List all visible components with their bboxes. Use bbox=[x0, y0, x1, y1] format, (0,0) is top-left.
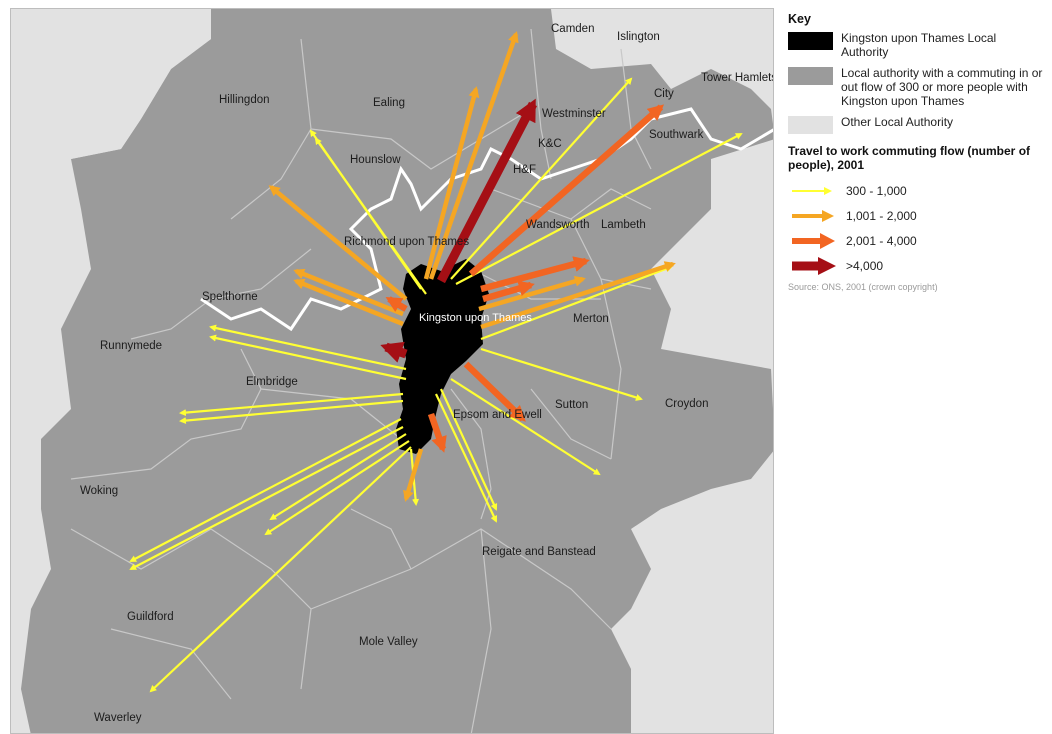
flow-arrow bbox=[480, 261, 676, 330]
commuting-authorities-region bbox=[11, 9, 773, 733]
label-kc: K&C bbox=[538, 138, 562, 150]
flow-class-row: 300 - 1,000 bbox=[788, 178, 1043, 203]
label-richmond: Richmond upon Thames bbox=[344, 236, 469, 248]
flow-arrow-icon bbox=[792, 186, 832, 195]
flow-arrow bbox=[380, 341, 408, 363]
label-tower-hamlets-text: Tower Hamlets bbox=[701, 72, 774, 84]
commuting-flow-map: Camden Islington Tower Hamlets Hillingdo… bbox=[11, 9, 774, 733]
legend-commuting-label: Local authority with a commuting in or o… bbox=[841, 66, 1043, 108]
label-merton: Merton bbox=[573, 313, 609, 325]
map-labels: Camden Islington Tower Hamlets Hillingdo… bbox=[80, 23, 774, 724]
flow-arrow bbox=[482, 280, 535, 303]
label-croydon: Croydon bbox=[665, 398, 708, 410]
legend-row-kingston: Kingston upon Thames Local Authority bbox=[788, 31, 1043, 59]
source-note: Source: ONS, 2001 (crown copyright) bbox=[788, 282, 938, 292]
legend-title: Key bbox=[788, 12, 811, 26]
flow-class-label: >4,000 bbox=[846, 258, 884, 273]
label-islington: Islington bbox=[617, 31, 660, 43]
flow-arrow-icon bbox=[792, 232, 835, 249]
label-spelthorne: Spelthorne bbox=[202, 291, 258, 303]
label-elmbridge: Elmbridge bbox=[246, 376, 298, 388]
label-sutton: Sutton bbox=[555, 399, 588, 411]
legend: Key Kingston upon Thames Local Authority… bbox=[788, 12, 1043, 292]
commuting-swatch bbox=[788, 67, 833, 85]
flows-2001-4000 bbox=[385, 104, 665, 453]
kingston-upon-thames-area bbox=[396, 259, 489, 454]
flow-arrow bbox=[209, 324, 407, 371]
flow-arrow bbox=[427, 412, 447, 453]
flow-arrow bbox=[179, 392, 404, 417]
flow-arrow bbox=[268, 185, 408, 301]
flow-arrow bbox=[423, 86, 480, 280]
flows-over-4000 bbox=[380, 98, 537, 363]
label-city: City bbox=[654, 88, 674, 100]
label-westminster: Westminster bbox=[542, 108, 606, 120]
flow-arrow bbox=[437, 98, 537, 284]
flow-arrow bbox=[314, 137, 427, 295]
flow-arrow bbox=[450, 77, 633, 280]
flow-arrow bbox=[149, 446, 412, 693]
label-epsom: Epsom and Ewell bbox=[453, 409, 542, 421]
flow-arrow bbox=[179, 399, 404, 425]
label-camden: Camden bbox=[551, 23, 594, 35]
flow-arrow bbox=[480, 347, 643, 401]
flows-300-1000 bbox=[129, 77, 743, 693]
other-swatch bbox=[788, 116, 833, 134]
label-reigate: Reigate and Banstead bbox=[482, 546, 596, 558]
legend-row-other: Other Local Authority bbox=[788, 115, 1043, 134]
flow-arrow bbox=[463, 361, 526, 422]
label-hf: H&F bbox=[513, 164, 536, 176]
flow-arrow bbox=[264, 440, 410, 536]
label-mole-valley: Mole Valley bbox=[359, 636, 418, 648]
flow-arrow bbox=[129, 418, 402, 562]
flow-arrow bbox=[403, 448, 424, 502]
label-tower-hamlets: Tower Hamlets bbox=[701, 72, 774, 84]
label-guildford: Guildford bbox=[127, 611, 174, 623]
label-runnymede: Runnymede bbox=[100, 340, 162, 352]
flow-arrow bbox=[293, 278, 404, 327]
flow-arrow-icon bbox=[792, 256, 836, 275]
flow-class-label: 2,001 - 4,000 bbox=[846, 233, 917, 248]
flows-1001-2000 bbox=[268, 31, 676, 502]
label-ealing: Ealing bbox=[373, 97, 405, 109]
label-waverley: Waverley bbox=[94, 712, 142, 724]
flow-class-row: 1,001 - 2,000 bbox=[788, 203, 1043, 228]
flow-arrow bbox=[468, 104, 665, 277]
flow-class-label: 1,001 - 2,000 bbox=[846, 208, 917, 223]
flow-arrow-icon bbox=[792, 209, 834, 222]
label-wandsworth: Wandsworth bbox=[526, 219, 590, 231]
flow-class-label: 300 - 1,000 bbox=[846, 183, 907, 198]
legend-kingston-label: Kingston upon Thames Local Authority bbox=[841, 31, 997, 59]
flow-arrow bbox=[480, 256, 590, 293]
flow-arrow bbox=[385, 296, 408, 312]
flow-class-row: 2,001 - 4,000 bbox=[788, 228, 1043, 253]
flow-legend-title: Travel to work commuting flow (number of… bbox=[788, 144, 1031, 172]
kingston-swatch bbox=[788, 32, 833, 50]
flow-arrow bbox=[435, 393, 498, 523]
label-southwark: Southwark bbox=[649, 129, 704, 141]
flow-arrow bbox=[269, 433, 407, 521]
legend-other-label: Other Local Authority bbox=[841, 115, 954, 129]
flow-arrow bbox=[129, 426, 404, 570]
flow-arrow bbox=[480, 265, 673, 341]
flow-class-row: >4,000 bbox=[788, 253, 1043, 278]
label-woking: Woking bbox=[80, 485, 118, 497]
flow-arrow bbox=[440, 388, 498, 511]
legend-row-commuting: Local authority with a commuting in or o… bbox=[788, 66, 1043, 108]
map-area: Camden Islington Tower Hamlets Hillingdo… bbox=[10, 8, 774, 734]
flow-arrow bbox=[455, 133, 743, 285]
flow-arrow bbox=[450, 378, 601, 476]
label-hillingdon: Hillingdon bbox=[219, 94, 270, 106]
label-kingston: Kingston upon Thames bbox=[419, 312, 532, 324]
label-hounslow: Hounslow bbox=[350, 154, 401, 166]
flow-arrow bbox=[428, 31, 519, 280]
flow-arrow bbox=[209, 334, 407, 381]
flow-arrow bbox=[293, 268, 404, 317]
label-lambeth: Lambeth bbox=[601, 219, 646, 231]
